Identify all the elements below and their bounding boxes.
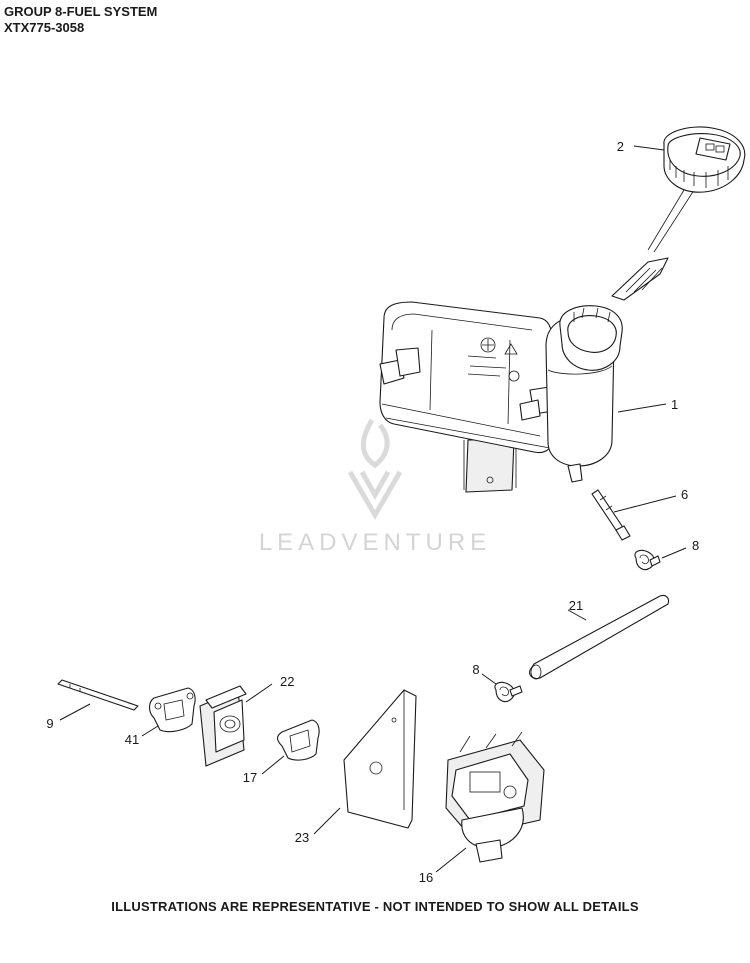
disclaimer-footer: ILLUSTRATIONS ARE REPRESENTATIVE - NOT I… (111, 899, 639, 914)
callout-23: 23 (295, 830, 309, 845)
group-title: GROUP 8-FUEL SYSTEM (4, 4, 158, 19)
leader-lines (59, 145, 687, 873)
callout-labels: 2 1 6 8 21 8 9 41 22 17 23 16 (46, 139, 699, 885)
part-fuel-hose (529, 594, 670, 680)
callout-1: 1 (671, 397, 678, 412)
part-hose-clamp-lower (494, 681, 523, 703)
part-fuel-tank (379, 301, 623, 493)
part-hose-clamp-upper (634, 549, 661, 571)
watermark-text: LEADVENTURE (259, 529, 491, 556)
callout-16: 16 (419, 870, 433, 885)
leadventure-watermark: LEADVENTURE (259, 418, 491, 556)
part-fuel-cap (611, 126, 746, 301)
callout-6: 6 (681, 487, 688, 502)
callout-17: 17 (243, 770, 257, 785)
callout-9: 9 (46, 716, 53, 731)
part-carburetor (445, 731, 545, 863)
part-spacer (199, 685, 247, 767)
flame-logo-icon (347, 418, 403, 520)
callout-2: 2 (617, 139, 624, 154)
callout-21: 21 (569, 598, 583, 613)
part-stud (57, 679, 139, 711)
part-gasket-17 (276, 719, 320, 761)
part-fitting (591, 489, 631, 541)
part-gasket-41 (148, 687, 196, 733)
callout-8-upper: 8 (692, 538, 699, 553)
callout-22: 22 (280, 674, 294, 689)
model-number: XTX775-3058 (4, 20, 85, 35)
callout-8-lower: 8 (472, 662, 479, 677)
part-heat-shield (343, 689, 417, 829)
callout-41: 41 (125, 732, 139, 747)
